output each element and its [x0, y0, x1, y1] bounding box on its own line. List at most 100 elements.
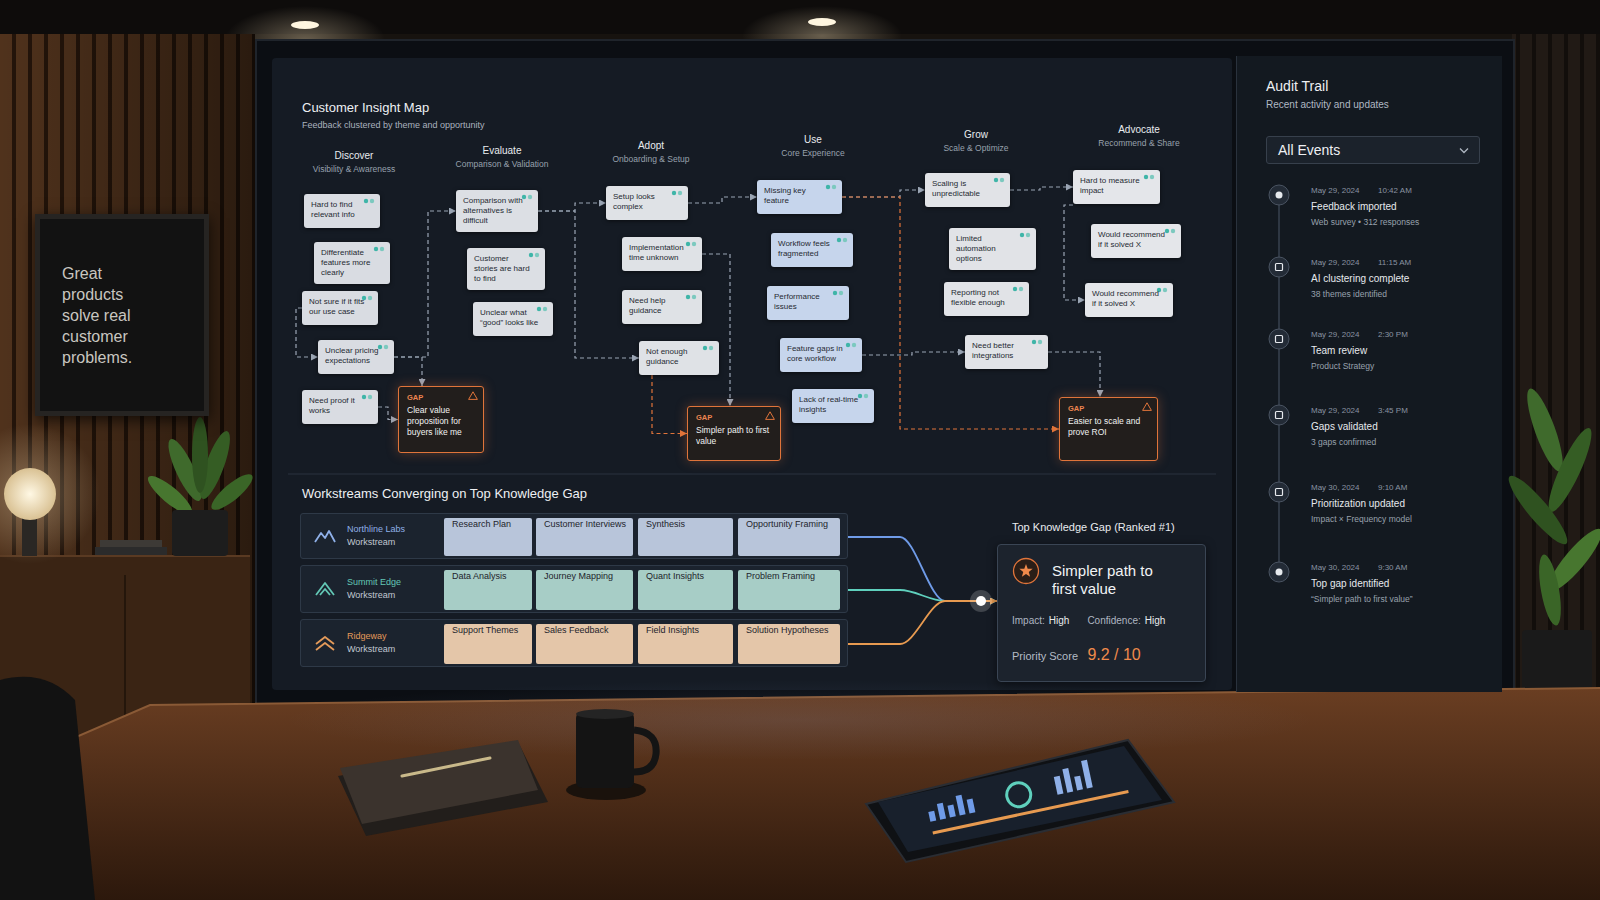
- star: [1019, 564, 1032, 577]
- gap-tag: GAP: [1068, 404, 1149, 413]
- lamp-glow: [0, 424, 100, 564]
- metric-name: Confidence:: [1087, 615, 1140, 626]
- dot: [1032, 340, 1036, 344]
- workstream-name: Ridgeway: [347, 630, 387, 643]
- icon-glyph: [1276, 336, 1283, 343]
- card-text: Not sure if it fits our use case: [309, 297, 365, 317]
- dot: [833, 291, 837, 295]
- dot: [528, 195, 532, 199]
- connector: [1010, 187, 1073, 190]
- dot: [709, 346, 713, 350]
- ceiling-light: [808, 18, 836, 26]
- event-detail: 38 themes identified: [1311, 289, 1387, 299]
- stage-name: Grow: [964, 129, 988, 141]
- dot: [1013, 287, 1017, 291]
- workstream-name: Northline Labs: [347, 523, 405, 536]
- dot: [1144, 175, 1148, 179]
- tablet-bar: [1054, 776, 1064, 795]
- gap-tag: GAP: [407, 393, 475, 402]
- gap-title: Simpler path to first value: [1012, 562, 1174, 598]
- workstream-step: Sales Feedback: [536, 624, 633, 664]
- event-title: Top gap identified: [1311, 578, 1389, 590]
- step-text: Solution Hypotheses: [746, 624, 829, 637]
- dot: [994, 178, 998, 182]
- label-slot: 10:42 AM: [1378, 186, 1412, 196]
- card-text: Need proof it works: [309, 396, 365, 416]
- connector: [1048, 352, 1100, 397]
- event-date: May 29, 2024: [1311, 258, 1359, 268]
- dot: [843, 238, 847, 242]
- stage-name: Use: [804, 134, 822, 146]
- tablet-bar: [928, 811, 936, 822]
- card-text: Unclear pricing expectations: [325, 346, 381, 366]
- dot: [378, 345, 382, 349]
- dot: [368, 395, 372, 399]
- step-text: Opportunity Framing: [746, 518, 828, 531]
- gap-text: Clear value proposition for buyers like …: [407, 405, 475, 438]
- step-text: Sales Feedback: [544, 624, 609, 637]
- dot: [826, 185, 830, 189]
- card-dots: [521, 194, 535, 200]
- label-slot: Core Experience: [781, 148, 844, 158]
- panel-title: Audit Trail: [1266, 78, 1502, 95]
- warning-icon: [1142, 402, 1152, 411]
- stage-subtitle: Comparison & Validation: [456, 159, 549, 169]
- cabinet-door: [124, 575, 126, 735]
- card-dots: [702, 345, 716, 351]
- metric-name: Impact:: [1012, 615, 1045, 626]
- stage-name: Discover: [335, 150, 374, 162]
- event-date: May 30, 2024: [1311, 483, 1359, 493]
- insight-card: Scaling is unpredictable: [925, 173, 1010, 207]
- workstream-icon: [313, 528, 337, 544]
- dot: [686, 295, 690, 299]
- event-icon: [1269, 562, 1289, 582]
- event-time: 9:30 AM: [1378, 563, 1407, 573]
- book: [95, 547, 167, 555]
- tablet-bar: [937, 803, 946, 820]
- icon-mark: [316, 583, 334, 595]
- icon-glyph: [1276, 412, 1283, 419]
- gap-text: Easier to scale and prove ROI: [1068, 416, 1149, 438]
- workstream-band: Northline LabsWorkstreamResearch PlanCus…: [300, 513, 848, 559]
- insight-card: Unclear pricing expectations: [318, 340, 394, 374]
- card-dots: [1164, 228, 1178, 234]
- insight-card: Unclear what “good” looks like: [473, 302, 553, 336]
- card-text: Would recommend if it solved X: [1098, 230, 1168, 250]
- workstream-tag: Workstream: [347, 589, 395, 602]
- event-time: 10:42 AM: [1378, 186, 1412, 196]
- dot: [692, 295, 696, 299]
- connector: [862, 352, 965, 355]
- event-detail: Impact × Frequency model: [1311, 514, 1412, 524]
- card-text: Hard to find relevant info: [311, 200, 367, 220]
- card-dots: [832, 290, 846, 296]
- icon-mark: [315, 531, 335, 542]
- card-text: Need help guidance: [629, 296, 689, 316]
- label-slot: Adopt: [638, 140, 664, 152]
- insight-card: Would recommend if it solved X: [1091, 224, 1181, 258]
- workstream-tag: Workstream: [347, 643, 395, 656]
- gap-tag: GAP: [696, 413, 772, 422]
- step-text: Synthesis: [646, 518, 685, 531]
- insight-card: Workflow feels fragmented: [771, 233, 853, 267]
- diagram-title: Customer Insight Map: [302, 100, 429, 116]
- dot: [374, 247, 378, 251]
- stage-subtitle: Visibility & Awareness: [313, 164, 395, 174]
- label-slot: Workstreams Converging on Top Knowledge …: [302, 486, 587, 502]
- card-dots: [845, 342, 859, 348]
- insight-card: Missing key feature: [757, 180, 842, 214]
- tablet-bar: [956, 795, 966, 816]
- step-text: Field Insights: [646, 624, 699, 637]
- card-dots: [825, 184, 839, 190]
- label-slot: May 29, 2024: [1311, 330, 1359, 340]
- label-slot: Prioritization updated: [1311, 498, 1405, 510]
- dot: [692, 242, 696, 246]
- card-text: Reporting not flexible enough: [951, 288, 1016, 308]
- event-title: Prioritization updated: [1311, 498, 1405, 510]
- workstream-step: Data Analysis: [444, 570, 532, 610]
- event-date: May 30, 2024: [1311, 563, 1359, 573]
- connector: [394, 211, 456, 357]
- map-panel: [272, 58, 1232, 690]
- leaf: [1535, 553, 1565, 627]
- warning-triangle: [766, 412, 775, 420]
- dot: [1150, 175, 1154, 179]
